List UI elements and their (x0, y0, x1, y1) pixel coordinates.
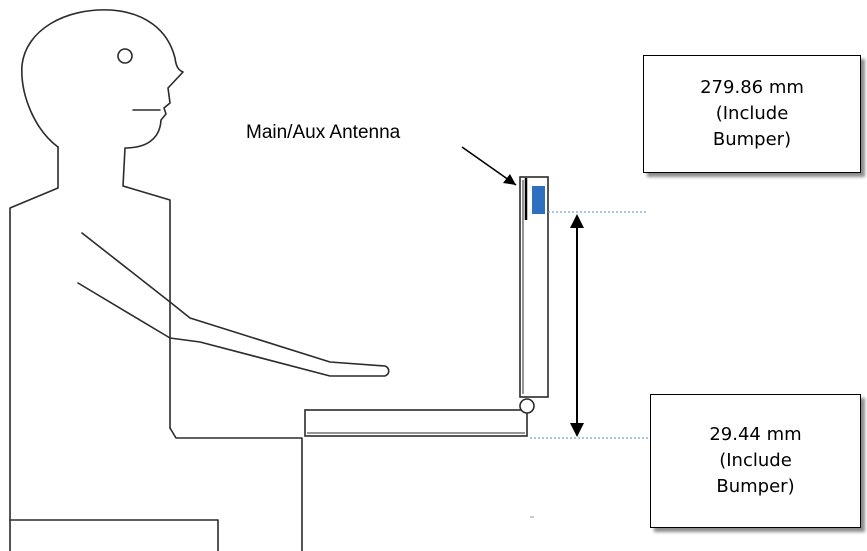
person-figure (9, 9, 390, 551)
person-head (21, 9, 184, 429)
antenna-pointer-arrow (461, 146, 517, 186)
top-dimension-note-line1: (Include (715, 103, 789, 124)
top-dimension-value: 279.86 mm (700, 77, 804, 98)
antenna-marker (532, 186, 545, 214)
top-dimension-note-line2: Bumper) (712, 129, 792, 150)
bottom-dimension-note-line2: Bumper) (716, 476, 795, 497)
bottom-dimension-callout: 29.44 mm (Include Bumper) (650, 394, 861, 528)
person-lower-arm (77, 282, 171, 339)
laptop (304, 176, 549, 437)
laptop-hinge (519, 398, 535, 414)
person-eye (117, 48, 133, 64)
person-seat (9, 519, 219, 551)
top-dimension-callout: 279.86 mm (Include Bumper) (643, 55, 861, 173)
bottom-dimension-value: 29.44 mm (709, 424, 802, 445)
laptop-screen (519, 176, 549, 398)
height-dimension-arrow (570, 214, 584, 437)
bottom-dimension-note-line1: (Include (719, 450, 792, 471)
person-forearm-hand (169, 301, 390, 377)
person-back (9, 146, 59, 551)
person-upper-arm (81, 232, 171, 303)
person-lap (169, 427, 303, 551)
antenna-label: Main/Aux Antenna (246, 122, 401, 143)
laptop-base (304, 409, 528, 437)
